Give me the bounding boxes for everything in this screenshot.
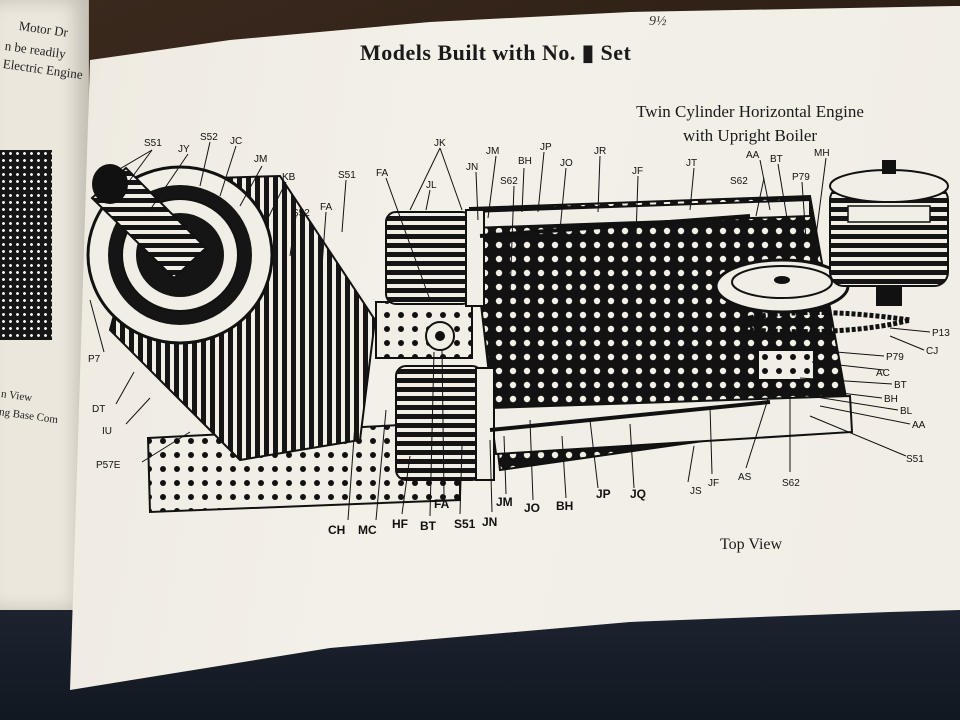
right-book-page: Models Built with No. ▮ Set 9½ Twin Cyli… — [70, 6, 960, 690]
label-s52-mid: S52 — [292, 208, 310, 219]
label-s51-right: S51 — [906, 454, 924, 465]
label-jt: JT — [686, 158, 697, 169]
label-aa-top: AA — [746, 150, 760, 161]
left-page-text-1: Motor Dr — [17, 18, 69, 40]
label-ac: AC — [876, 368, 890, 379]
label-as: AS — [738, 472, 752, 483]
label-s52-top: S52 — [200, 132, 218, 143]
label-jm-bottom: JM — [496, 495, 513, 509]
label-jn-bottom: JN — [482, 515, 497, 529]
label-p79-top: P79 — [792, 172, 810, 183]
label-jm-top-left: JM — [254, 154, 267, 165]
label-p7: P7 — [88, 354, 101, 365]
label-bt-bottom: BT — [420, 519, 437, 533]
boiler-cylinder — [86, 164, 377, 462]
label-s51-mid: S51 — [338, 170, 356, 181]
view-caption: Top View — [720, 536, 783, 553]
label-bt-top: BT — [770, 154, 783, 165]
label-p57e: P57E — [96, 460, 121, 471]
label-aa-right: AA — [912, 420, 926, 431]
label-ch: CH — [328, 523, 345, 537]
label-bh-right: BH — [884, 394, 898, 405]
label-jp-top: JP — [540, 142, 552, 153]
label-bt-right: BT — [894, 380, 907, 391]
flywheel — [714, 258, 850, 314]
label-fa-bottom: FA — [434, 497, 450, 511]
label-jc: JC — [230, 136, 242, 147]
handwritten-note: 9½ — [649, 14, 667, 29]
left-labels: P7 DT IU P57E — [88, 354, 121, 471]
label-bl: BL — [900, 406, 913, 417]
label-jy: JY — [178, 144, 190, 155]
engine-cylinder-upper — [385, 209, 485, 307]
label-s51-bottom: S51 — [454, 517, 476, 531]
engine-illustration: S51 JY S52 JC JM KB S51 S52 FA FA JL JK … — [86, 132, 950, 537]
label-s62-bottom: S62 — [782, 478, 800, 489]
label-bh-bottom: BH — [556, 499, 573, 513]
label-dt: DT — [92, 404, 105, 415]
left-page-text-3: Electric Engine — [1, 56, 84, 83]
piston-rod-upper — [479, 214, 751, 238]
label-p13: P13 — [932, 328, 950, 339]
page-title: Models Built with No. ▮ Set — [360, 40, 632, 65]
label-jr: JR — [594, 146, 606, 157]
cylinder-bracket — [375, 301, 473, 359]
engine-cylinder-lower — [395, 365, 495, 481]
label-s62-top-right: S62 — [730, 176, 748, 187]
left-page-illustration — [0, 150, 52, 340]
label-kb: KB — [282, 172, 296, 183]
label-jp-bottom: JP — [596, 487, 611, 501]
label-jf-top: JF — [632, 166, 643, 177]
gear-bracket — [757, 349, 815, 381]
label-p79-right: P79 — [886, 352, 904, 363]
label-jk: JK — [434, 138, 446, 149]
label-jf-bottom: JF — [708, 478, 719, 489]
right-labels: P13 CJ P79 AC BT BH BL AA S51 — [876, 328, 950, 465]
label-jo-bottom: JO — [524, 501, 540, 515]
electric-motor — [829, 160, 949, 306]
label-jq: JQ — [630, 487, 646, 501]
label-js: JS — [690, 486, 702, 497]
label-bh-top: BH — [518, 156, 532, 167]
model-title: Twin Cylinder Horizontal Engine with Upr… — [590, 100, 910, 148]
piston-rod-lower — [489, 400, 771, 432]
left-page-text-4: n View — [0, 388, 33, 405]
label-jn-top: JN — [466, 162, 478, 173]
top-labels: S51 JY S52 JC JM KB S51 S52 FA FA JL JK … — [144, 132, 830, 219]
label-fa-top: FA — [376, 168, 389, 179]
label-s62-top: S62 — [500, 176, 518, 187]
label-fa-left: FA — [320, 202, 333, 213]
label-jo-top: JO — [560, 158, 573, 169]
leader-lines — [89, 141, 931, 521]
model-title-line-1: Twin Cylinder Horizontal Engine — [636, 102, 864, 121]
label-hf: HF — [392, 517, 408, 531]
model-title-line-2: with Upright Boiler — [682, 126, 818, 145]
label-iu: IU — [102, 426, 112, 437]
label-s51-top: S51 — [144, 138, 162, 149]
bottom-labels: CH MC HF BT S51 JN FA JM JO BH JP JQ JS … — [328, 472, 800, 537]
left-book-page: Motor Dr n be readily Electric Engine n … — [0, 0, 89, 610]
left-page-text-5: ng Base Com — [0, 406, 59, 427]
label-cj: CJ — [926, 346, 938, 357]
drive-chain — [747, 309, 911, 335]
label-jl: JL — [426, 180, 437, 191]
label-jm-top: JM — [486, 146, 499, 157]
label-mc: MC — [358, 523, 377, 537]
label-mh: MH — [814, 148, 830, 159]
